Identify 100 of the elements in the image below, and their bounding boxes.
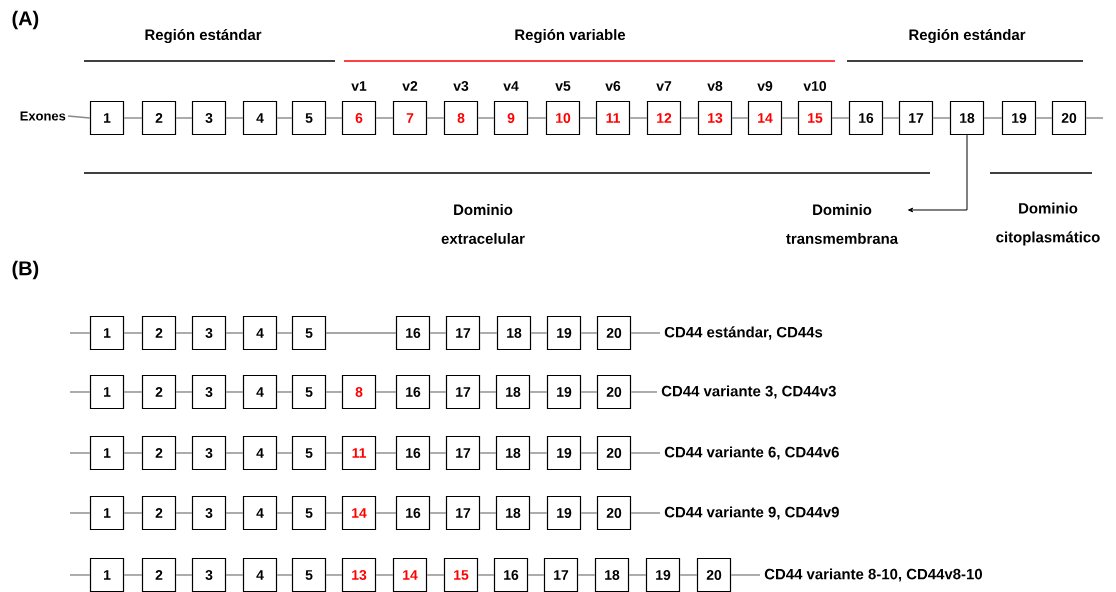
connector-line <box>932 117 951 119</box>
exon-box: 20 <box>596 315 632 351</box>
exon-box: 17 <box>445 495 481 531</box>
exon-box: 4 <box>242 374 278 410</box>
connector-line <box>69 574 91 576</box>
isoform-label: CD44 variante 3, CD44v3 <box>661 385 836 399</box>
exon-box: 18 <box>496 315 532 351</box>
exon-box: 4 <box>242 435 278 471</box>
arrow <box>907 134 968 213</box>
exon-box: 5 <box>291 100 327 136</box>
connector-line <box>530 332 548 334</box>
exon-box: 4 <box>242 100 278 136</box>
exon-box: 1 <box>89 315 125 351</box>
region-label: Región variable <box>515 28 626 44</box>
exon-box: 1 <box>89 495 125 531</box>
connector-line <box>628 574 647 576</box>
connector-line <box>276 332 293 334</box>
exon-box: 20 <box>596 435 632 471</box>
exon-box: 20 <box>596 495 632 531</box>
exon-box: 5 <box>291 557 327 592</box>
domain-label: Dominio transmembrana <box>786 204 899 244</box>
exon-box: 19 <box>546 435 582 471</box>
connector-line <box>429 391 447 393</box>
variant-label: v3 <box>453 81 469 91</box>
exon-box: 4 <box>242 557 278 592</box>
connector-line <box>983 117 1003 119</box>
connector-line <box>276 117 293 119</box>
row-label: Exones <box>20 111 66 121</box>
exon-box: 9 <box>493 100 529 136</box>
exon-box: 17 <box>445 435 481 471</box>
variant-label: v6 <box>605 81 621 91</box>
panel-label: (A) <box>12 10 39 30</box>
exon-box: 2 <box>141 557 177 592</box>
connector-line <box>479 512 497 514</box>
exon-box: 3 <box>191 435 227 471</box>
exon-box: 18 <box>949 100 985 136</box>
connector-line <box>630 332 661 334</box>
exon-box: 8 <box>341 374 377 410</box>
connector-line <box>680 117 699 119</box>
exon-box: 2 <box>141 315 177 351</box>
connector-line <box>429 512 447 514</box>
exon-box: 14 <box>392 557 428 592</box>
variant-label: v1 <box>351 81 367 91</box>
exon-box: 18 <box>495 435 531 471</box>
exon-box: 3 <box>191 315 227 351</box>
connector-line <box>580 512 598 514</box>
connector-line <box>276 452 293 454</box>
exon-box: 14 <box>341 495 377 531</box>
exon-box: 2 <box>141 374 177 410</box>
connector-line <box>123 574 143 576</box>
isoform-label: CD44 variante 8-10, CD44v8-10 <box>764 568 982 582</box>
connector-line <box>529 391 548 393</box>
connector-line <box>225 574 244 576</box>
connector-line <box>123 512 143 514</box>
variant-label: v7 <box>656 81 672 91</box>
variant-label: v9 <box>757 81 773 91</box>
connector-line <box>580 332 598 334</box>
connector-line <box>175 574 193 576</box>
connector-line <box>69 391 91 393</box>
exon-box: 17 <box>898 100 934 136</box>
exon-box: 6 <box>341 100 377 136</box>
exon-box: 17 <box>445 374 481 410</box>
connector-line <box>477 574 495 576</box>
exon-box: 19 <box>546 374 582 410</box>
isoform-label: CD44 variante 9, CD44v9 <box>664 506 839 520</box>
connector-line <box>1085 117 1104 119</box>
exon-box: 19 <box>546 315 582 351</box>
exon-box: 15 <box>443 557 479 592</box>
exon-box: 20 <box>696 557 732 592</box>
exon-box: 18 <box>495 495 531 531</box>
exon-box: 8 <box>443 100 479 136</box>
connector-line <box>69 452 91 454</box>
exon-box: 3 <box>191 557 227 592</box>
domain-label: Dominio extracelular <box>441 204 525 244</box>
exon-box: 4 <box>242 495 278 531</box>
exon-box: 5 <box>291 315 327 351</box>
exon-box: 7 <box>392 100 428 136</box>
connector-line <box>175 332 193 334</box>
exon-box: 1 <box>89 435 125 471</box>
connector-line <box>325 512 343 514</box>
connector-line <box>831 117 850 119</box>
connector-line <box>527 117 547 119</box>
exon-box: 2 <box>141 100 177 136</box>
connector-line <box>730 574 761 576</box>
connector-line <box>325 391 343 393</box>
exon-box: 2 <box>141 435 177 471</box>
exon-box: 13 <box>697 100 733 136</box>
connector-line <box>276 574 293 576</box>
domain-label: Dominio citoplasmático <box>996 202 1100 246</box>
exon-box: 1 <box>89 557 125 592</box>
connector-line <box>175 452 193 454</box>
exon-box: 15 <box>797 100 833 136</box>
exon-box: 16 <box>395 315 431 351</box>
connector-line <box>375 117 394 119</box>
exon-box: 3 <box>191 495 227 531</box>
connector-line <box>225 332 244 334</box>
connector-line <box>225 512 244 514</box>
connector-line <box>479 332 498 334</box>
connector-line <box>477 117 495 119</box>
connector-line <box>580 391 598 393</box>
